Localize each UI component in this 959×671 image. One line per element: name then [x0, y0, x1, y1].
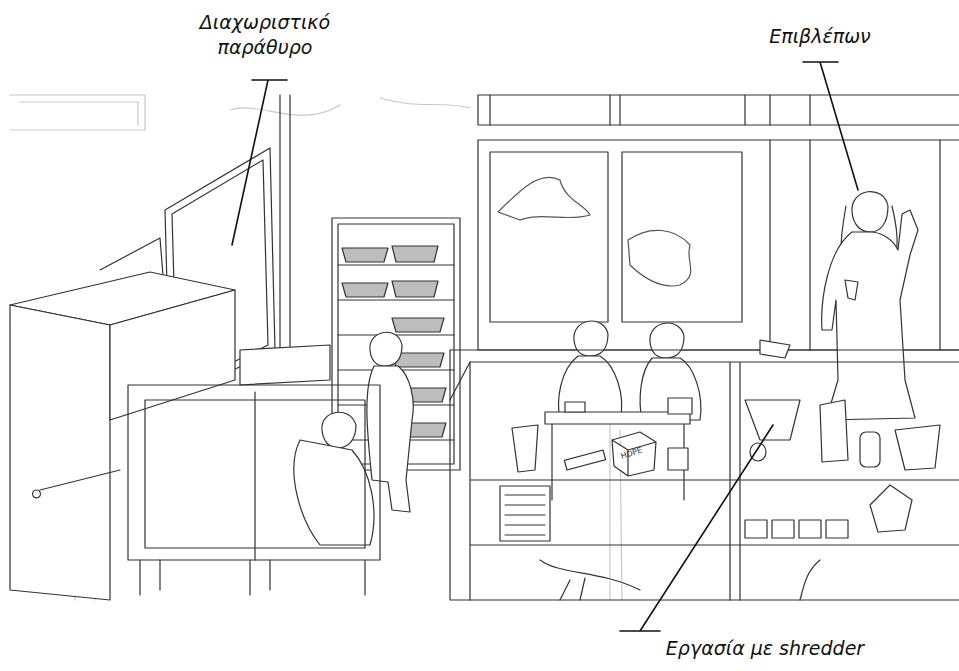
display-objects	[540, 560, 820, 600]
callout-label: Εργασία με shredder	[600, 636, 930, 661]
display-objects	[895, 425, 940, 470]
glass-partition-door	[128, 385, 380, 560]
display-objects	[512, 425, 538, 472]
workers-at-table	[574, 321, 608, 356]
callout-label: Επιβλέπων	[740, 24, 900, 49]
display-objects	[500, 340, 940, 600]
supervisor-figure	[845, 280, 858, 300]
back-wall	[498, 177, 590, 220]
display-objects	[745, 400, 800, 440]
workers-at-table	[640, 358, 701, 420]
back-wall	[490, 95, 810, 125]
display-objects	[760, 340, 790, 358]
display-objects	[505, 495, 545, 535]
back-wall	[628, 230, 691, 286]
seated-person	[294, 412, 374, 545]
shelving-unit	[392, 246, 438, 262]
person-at-shelf	[367, 366, 413, 512]
glass-partition-door	[145, 392, 365, 560]
left-cabinet	[10, 305, 110, 600]
display-cases	[450, 350, 959, 600]
display-objects	[564, 450, 605, 470]
glass-partition-door	[33, 470, 121, 498]
glass-partition-door	[33, 385, 381, 595]
leader-lines	[232, 62, 858, 631]
display-objects	[500, 486, 550, 541]
shelving-unit	[392, 318, 444, 332]
left-cabinet	[240, 345, 330, 385]
callout-label: Διαχωριστικό παράθυρο	[180, 10, 350, 60]
back-wall	[622, 152, 742, 322]
shelving-unit	[342, 283, 388, 297]
display-cases	[470, 362, 959, 600]
person-at-shelf	[367, 332, 413, 512]
faint-background	[230, 98, 470, 115]
seated-person	[322, 412, 356, 448]
back-wall	[490, 152, 608, 322]
display-objects	[860, 432, 880, 467]
seated-person	[294, 440, 374, 545]
person-at-shelf	[370, 332, 402, 366]
display-objects	[820, 400, 848, 462]
faint-background	[10, 95, 622, 600]
back-wall	[280, 95, 290, 355]
faint-background	[10, 95, 145, 130]
back-wall	[478, 95, 959, 125]
workers-at-table	[545, 412, 690, 500]
supervisor-figure	[822, 210, 918, 420]
workers-at-table	[545, 321, 701, 500]
display-cases	[450, 362, 959, 600]
display-objects	[668, 448, 688, 470]
workers-at-table	[650, 323, 684, 358]
display-cases	[450, 350, 959, 600]
shelving-unit	[342, 248, 388, 262]
left-cabinet	[10, 272, 330, 600]
display-objects	[745, 520, 848, 538]
workers-at-table	[565, 402, 585, 412]
glass-partition-door	[140, 560, 365, 595]
workers-at-table	[668, 398, 692, 414]
shelving-unit	[392, 281, 438, 297]
supervisor-figure	[822, 192, 918, 420]
leader-lines	[620, 425, 773, 631]
display-objects	[870, 485, 912, 532]
workers-at-table	[559, 356, 622, 420]
leader-lines	[803, 62, 858, 190]
supervisor-figure	[852, 192, 888, 232]
leader-lines	[232, 80, 287, 245]
